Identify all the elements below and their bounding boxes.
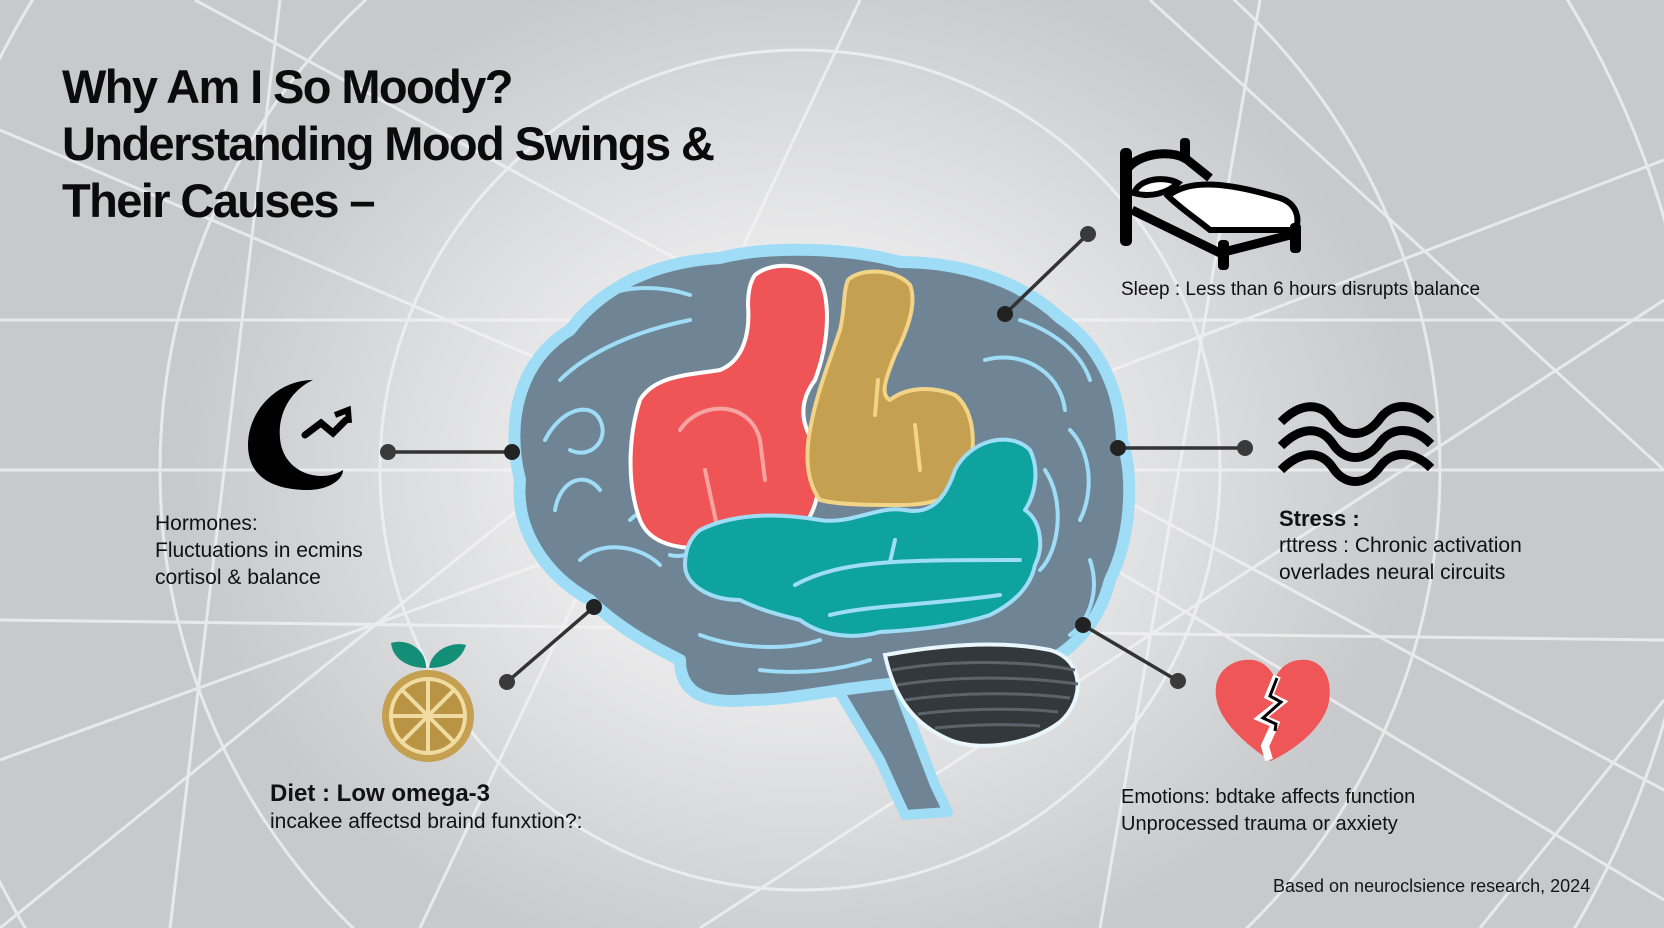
stress-heading: Stress :: [1279, 506, 1360, 531]
emotions-label: Emotions: bdtake affects function Unproc…: [1121, 784, 1415, 838]
temporal-lobe-region: [683, 437, 1043, 638]
brain-illustration: [508, 243, 1136, 820]
hormones-line-2: cortisol & balance: [155, 566, 321, 589]
stress-line-1: rttress : Chronic activation: [1279, 534, 1522, 557]
stress-line-2: overlades neural circuits: [1279, 561, 1506, 584]
broken-heart-icon: [1215, 659, 1330, 762]
title-line-3: Their Causes –: [62, 174, 376, 227]
hormones-label: Hormones: Fluctuations in ecmins cortiso…: [155, 510, 363, 591]
sleep-label: Sleep : Less than 6 hours disrupts balan…: [1121, 279, 1480, 301]
stress-label: Stress : rttress : Chronic activation ov…: [1279, 505, 1522, 586]
connector-lines: [388, 232, 1245, 684]
waves-icon: [1277, 402, 1435, 486]
diet-heading: Diet : Low omega-3: [270, 780, 491, 807]
connector-dots: [380, 226, 1253, 690]
title-line-1: Why Am I So Moody?: [62, 60, 513, 113]
hormones-heading: Hormones:: [155, 512, 258, 535]
diet-line-1: incakee affectsd braind funxtion?:: [270, 810, 583, 833]
citrus-icon: [382, 641, 474, 762]
bed-icon: [1120, 138, 1301, 270]
source-footnote: Based on neuroclsience research, 2024: [1273, 876, 1591, 896]
page-title: Why Am I So Moody? Understanding Mood Sw…: [62, 58, 715, 229]
moon-icon: [248, 380, 352, 490]
diet-label: Diet : Low omega-3 incakee affectsd brai…: [270, 780, 583, 836]
hormones-line-1: Fluctuations in ecmins: [155, 539, 363, 562]
emotions-line-1: Emotions: bdtake affects function: [1121, 786, 1416, 808]
title-line-2: Understanding Mood Swings &: [62, 117, 715, 170]
sleep-text: Sleep : Less than 6 hours disrupts balan…: [1121, 279, 1481, 300]
emotions-line-2: Unprocessed trauma or axxiety: [1121, 813, 1398, 835]
